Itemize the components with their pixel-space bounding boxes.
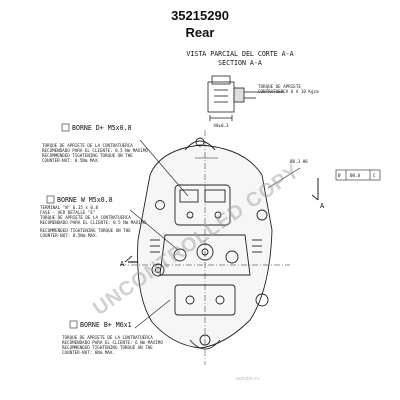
part-number: 35215290 bbox=[171, 8, 229, 23]
callout-w-line4: RECOMENDADO PARA EL CLIENTE: 8.5 Nm MAXI… bbox=[40, 220, 146, 225]
section-dimension: 40±0.3 bbox=[213, 123, 229, 128]
callout-w-line3: TORQUE DE APRIETE DE LA CONTRATUERCA bbox=[40, 215, 131, 220]
callout-b-plus-line3: RECOMMENDED TIGHTENING TORQUE ON THE bbox=[62, 345, 153, 350]
watermark-site: autodoc.ru bbox=[236, 376, 260, 382]
section-marker-left: A bbox=[120, 260, 125, 268]
callout-b-plus-tag: BORNE B+ M6x1 bbox=[80, 321, 132, 329]
callout-w-line5: RECOMMENDED TIGHTENING TORQUE ON THE bbox=[40, 228, 131, 233]
section-title-es: VISTA PARCIAL DEL CORTE A-A bbox=[186, 50, 293, 58]
view-label: Rear bbox=[185, 25, 215, 40]
callout-b-plus-line1: TORQUE DE APRIETE DE LA CONTRATUERCA bbox=[62, 335, 153, 340]
alternator-rear-view bbox=[120, 130, 319, 365]
tolerance-symbol: Ø bbox=[338, 173, 341, 178]
callout-w-line1: TERMINAL "W" 6.35 x 0.8 bbox=[40, 205, 98, 210]
callout-d-plus-line3: RECOMMENDED TIGHTENING TORQUE ON THE bbox=[42, 153, 133, 158]
callout-d-plus-tag: BORNE D+ M5x0.8 bbox=[72, 124, 132, 132]
callout-b-plus-line2: RECOMENDADO PARA EL CLIENTE: 6 Nm MAXIMO bbox=[62, 340, 163, 345]
callout-d-plus-line1: TORQUE DE APRIETE DE LA CONTRATUERCA bbox=[42, 143, 133, 148]
callout-w-line2: FASE - VER DETALLE "E" bbox=[40, 210, 95, 215]
torque-note-line1: TORQUE DE APRIETE bbox=[258, 84, 301, 89]
tolerance-value: Ø0.8 bbox=[350, 173, 361, 178]
section-title-en: SECTION A-A bbox=[218, 59, 262, 67]
section-detail bbox=[207, 75, 284, 121]
callout-w: BORNE W M5x0.8 TERMINAL "W" 6.35 x 0.8 F… bbox=[40, 195, 146, 238]
hole-annotation: Ø8.3 H8 bbox=[290, 159, 308, 164]
callout-d-plus: BORNE D+ M5x0.8 TORQUE DE APRIETE DE LA … bbox=[42, 123, 148, 163]
callout-d-plus-line2: RECOMENDADO PARA EL CLIENTE: 8.5 Nm MAXI… bbox=[42, 148, 148, 153]
callout-d-plus-line4: COUNTER-NUT: 8.5Nm MAX. bbox=[42, 158, 100, 163]
callout-w-line6: COUNTER-NUT: 8.5Nm MAX. bbox=[40, 233, 98, 238]
callout-w-tag: BORNE W M5x0.8 bbox=[57, 196, 113, 204]
section-marker-right: A bbox=[320, 202, 325, 210]
tolerance-datum: C bbox=[373, 173, 376, 178]
callout-b-plus: BORNE B+ M6x1 TORQUE DE APRIETE DE LA CO… bbox=[62, 320, 163, 355]
torque-note-line2: CONTRATUERCA 6 A 10 Kgcm bbox=[258, 89, 319, 94]
callout-leaders bbox=[129, 139, 189, 329]
tolerance-frame bbox=[335, 169, 381, 181]
callout-b-plus-line4: COUNTER-NUT: 6Nm MAX. bbox=[62, 350, 115, 355]
